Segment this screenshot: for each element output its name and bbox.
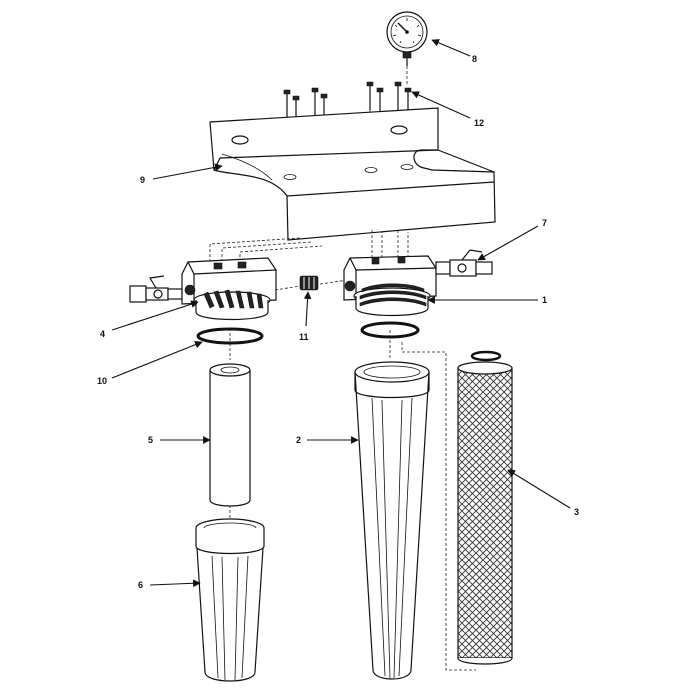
callout-11: 11	[299, 332, 309, 342]
callout-3: 3	[574, 507, 579, 517]
left-head-threads	[203, 289, 264, 309]
right-valve	[435, 249, 493, 277]
left-filter-head	[181, 257, 277, 321]
leader-12	[411, 91, 471, 119]
callout-8: 8	[472, 54, 477, 64]
short-housing-sump	[195, 518, 265, 682]
leader-9	[152, 163, 223, 180]
right-filter-head	[343, 255, 437, 317]
leader-arrows	[111, 39, 571, 588]
leader-6	[149, 579, 201, 588]
callout-6: 6	[138, 580, 143, 590]
tall-housing-sump	[354, 361, 430, 680]
o-rings	[196, 321, 502, 362]
carbon-block-cartridge	[457, 361, 513, 665]
callout-10: 10	[97, 376, 107, 386]
pressure-gauge	[386, 11, 428, 86]
leader-3	[507, 469, 571, 509]
leader-7	[477, 225, 539, 261]
callout-4: 4	[100, 329, 105, 339]
callout-1: 1	[542, 295, 547, 305]
callout-12: 12	[474, 118, 484, 128]
mounting-bracket	[209, 107, 496, 241]
callout-7: 7	[542, 218, 547, 228]
left-valve	[129, 275, 183, 303]
connector-nipple	[299, 275, 319, 291]
leader-10	[111, 340, 203, 379]
right-head-threads	[359, 283, 427, 307]
callout-5: 5	[148, 435, 153, 445]
left-filter-cartridge	[209, 363, 251, 507]
callout-9: 9	[140, 175, 145, 185]
leader-4	[111, 300, 199, 331]
callout-labels: 1 2 3 4 5 6 7 8 9 10 11 12	[97, 54, 579, 590]
leader-11	[303, 291, 312, 327]
leader-8	[431, 39, 471, 57]
callout-2: 2	[296, 435, 301, 445]
